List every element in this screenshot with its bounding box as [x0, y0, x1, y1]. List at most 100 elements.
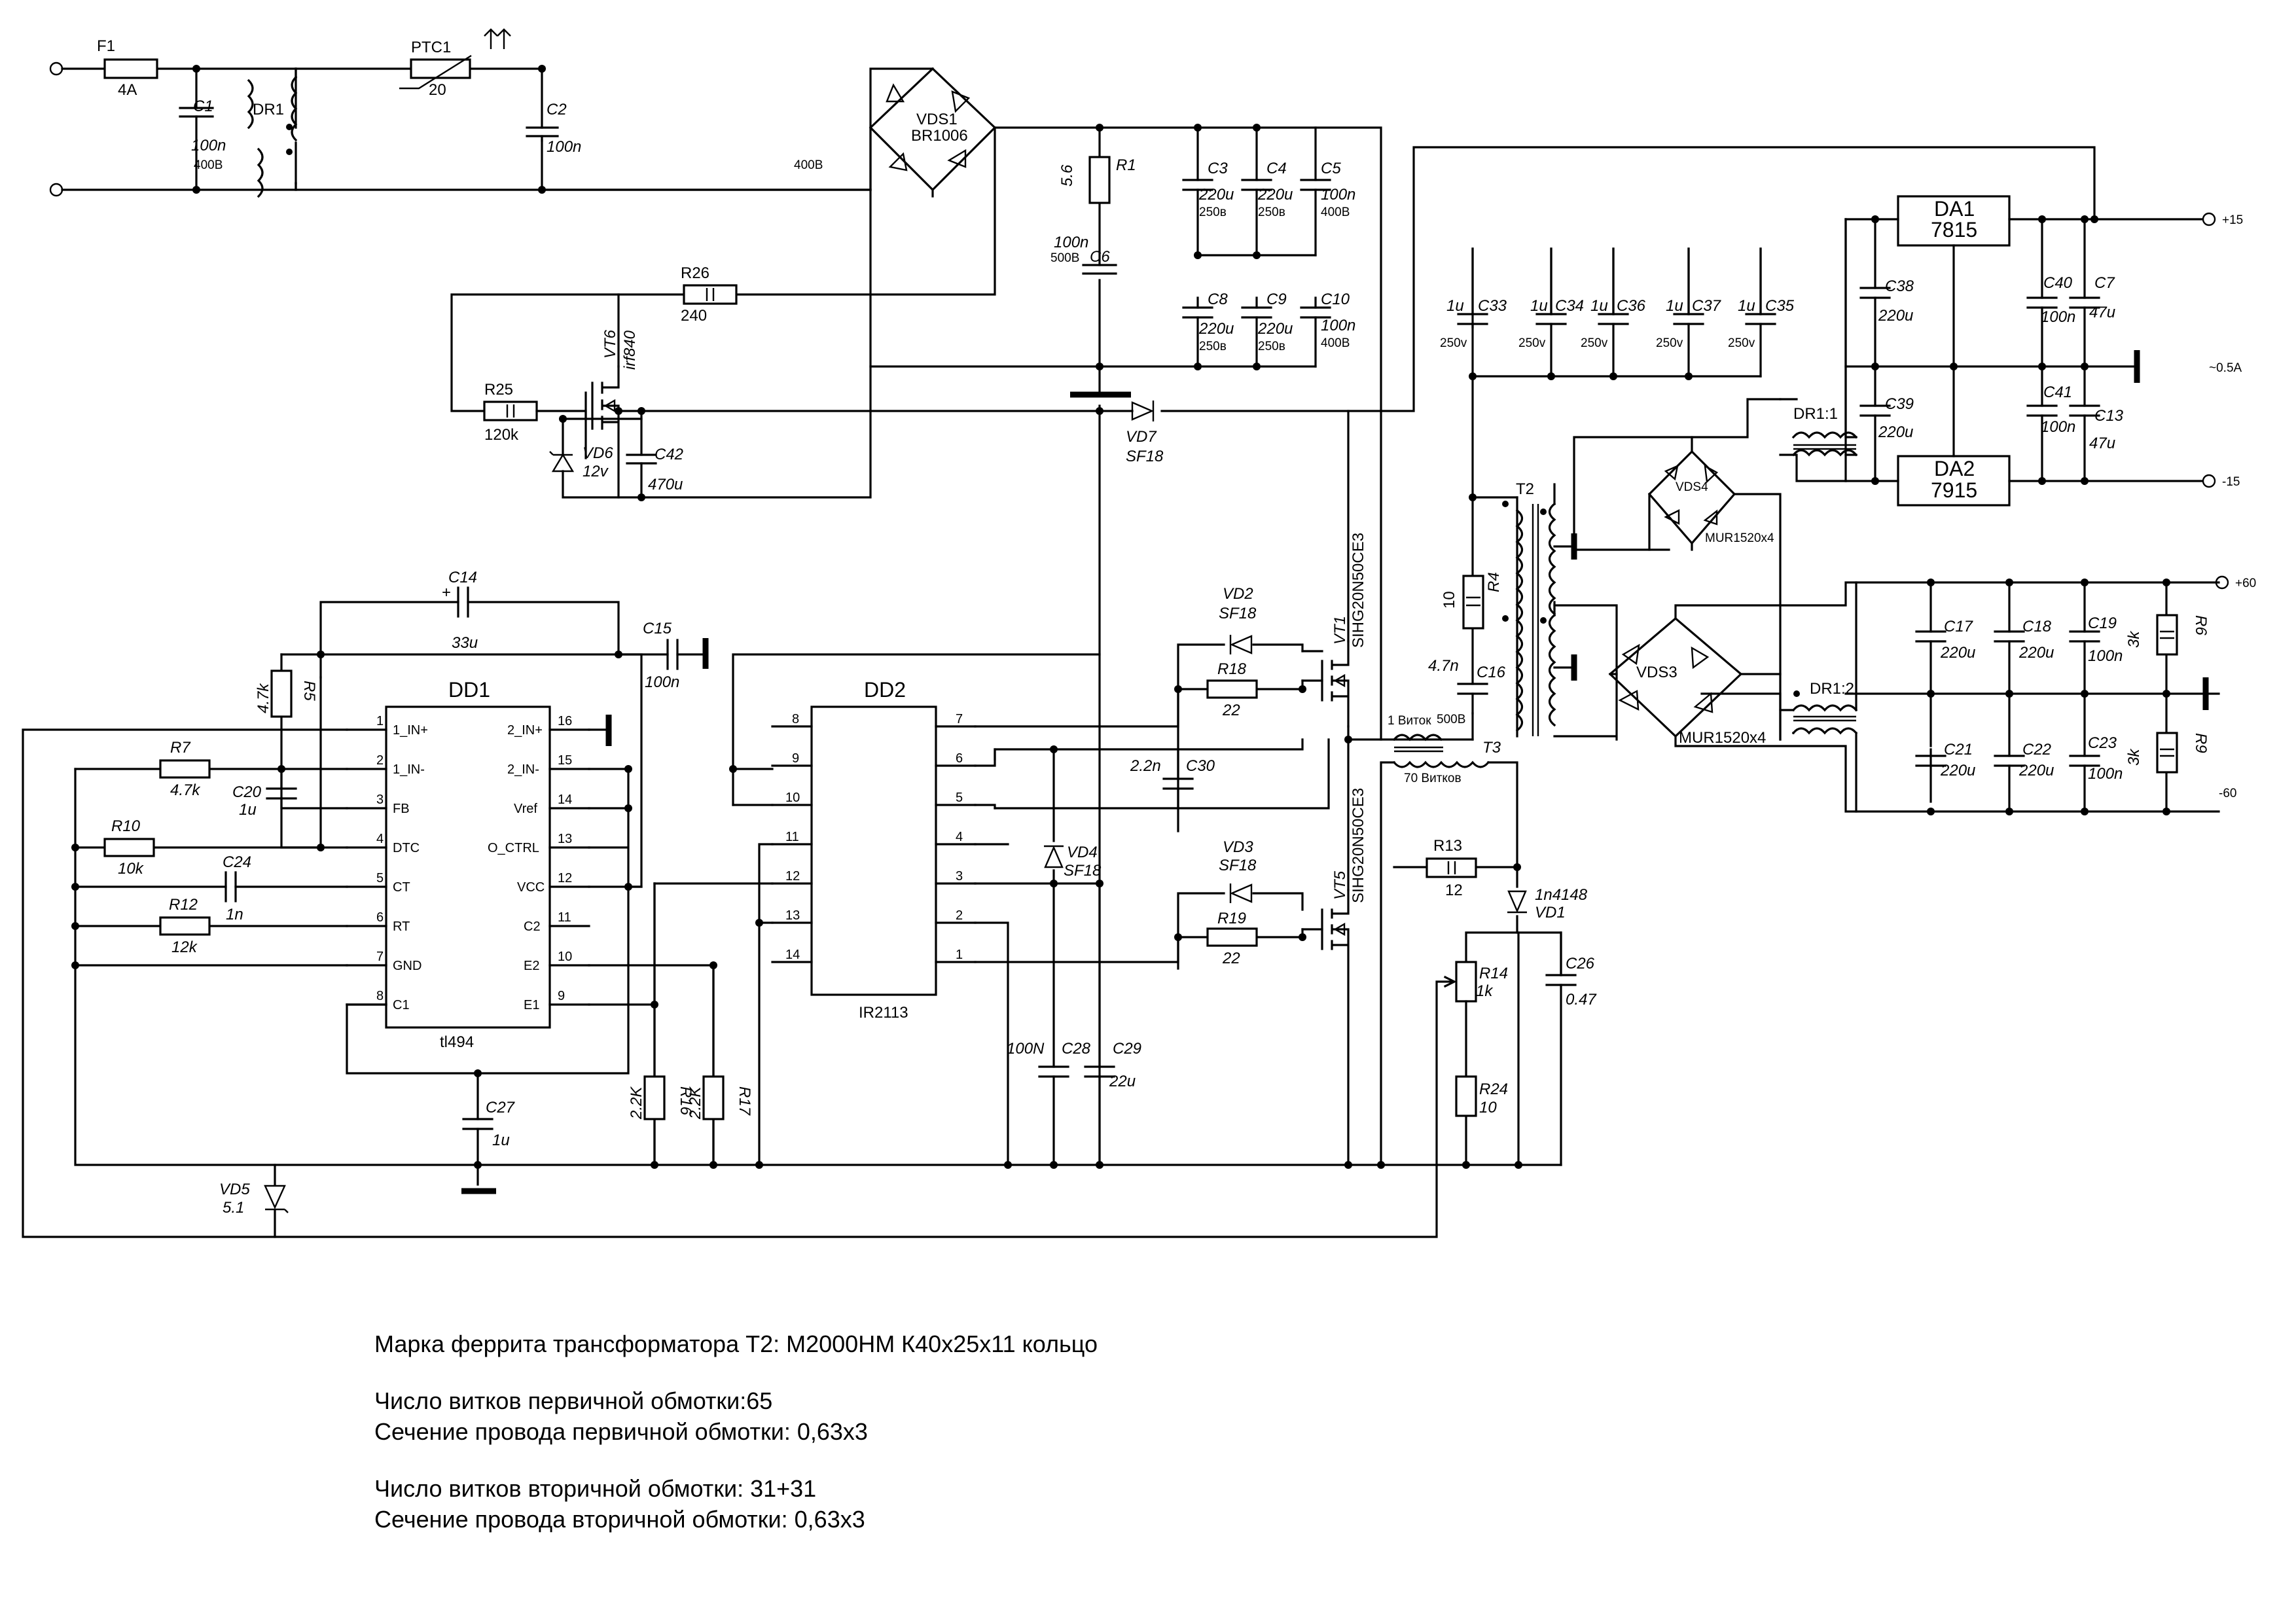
c20-label: C20: [232, 783, 262, 801]
dd1-pin-7-name: GND: [393, 959, 422, 973]
c38-label: C38: [1885, 277, 1914, 295]
t3-label: T3: [1482, 739, 1501, 757]
c6-label: C6: [1090, 248, 1110, 266]
ic-dd1: DD1 tl494 1 1_IN+ 2 1_IN- 3 FB 4 DTC 5 C…: [22, 569, 1562, 1238]
c9-voltage: 250в: [1258, 340, 1285, 353]
t2-label: T2: [1516, 480, 1534, 498]
diode-vd1: [1507, 890, 1527, 914]
c4-value: 220u: [1257, 186, 1293, 204]
t2-secondary-a: [1548, 502, 1556, 616]
c33-voltage: 250v: [1440, 336, 1467, 350]
c2-value: 100n: [547, 138, 581, 156]
c19-label: C19: [2088, 615, 2117, 632]
resistor-r1: [1088, 156, 1111, 204]
resistor-r16: [643, 1075, 666, 1120]
c3-voltage: 250в: [1199, 205, 1227, 219]
c34-label: C34: [1555, 297, 1584, 315]
note-ferrite: Марка феррита трансформатора Т2: М2000НМ…: [374, 1330, 1098, 1357]
c10-value: 100n: [1321, 317, 1355, 334]
vt1-label: VT1: [1331, 616, 1349, 645]
c40-value: 100n: [2041, 308, 2075, 326]
vd6-value: 12v: [583, 463, 609, 480]
mains-input: F1 4A C1 100n 400B DR1: [49, 37, 298, 198]
dd1-pin-12-name: VCC: [517, 880, 545, 895]
vt6-value: irf840: [621, 330, 639, 370]
dd2-label: DD2: [864, 678, 906, 702]
label-minus60: -60: [2219, 787, 2236, 800]
c23-label: C23: [2088, 734, 2117, 752]
ic-dd2: DD2 IR2113 8 9 10 11 12 13 14 7 6 5 4 3 …: [653, 678, 1179, 1166]
diode-vd7: [1131, 401, 1155, 421]
snubber-capacitors: 1u C33 250v 1u C34 250v C36 250v 1u 1u C…: [1440, 247, 1795, 499]
c29-label: C29: [1113, 1040, 1141, 1058]
r16-label: R16: [677, 1086, 694, 1116]
transformer-t2: T2 R4 10 4.7n C16 500B: [1428, 480, 1577, 741]
f1-value: 4A: [118, 81, 137, 99]
c27-label: C27: [486, 1099, 516, 1116]
terminal-plus60[interactable]: [2215, 575, 2229, 590]
c41-value: 100n: [2041, 418, 2075, 436]
r5-label: R5: [300, 681, 318, 701]
c13-label: C13: [2094, 407, 2124, 425]
dd1-pin-9: 9: [558, 989, 565, 1003]
vd7-label: VD7: [1126, 428, 1157, 446]
r24-value: 10: [1479, 1099, 1497, 1116]
note-primary-turns: Число витков первичной обмотки:65: [374, 1387, 773, 1414]
c34-voltage: 250v: [1518, 336, 1546, 350]
t2-primary: [1515, 508, 1524, 732]
regulator-da1: [1897, 195, 2011, 247]
vd7-value: SF18: [1126, 448, 1164, 465]
vd1-value: 1n4148: [1535, 886, 1588, 904]
ptc1-label: PTC1: [411, 39, 451, 56]
vd5-value: 5.1: [223, 1199, 244, 1217]
mosfet-vt6: [591, 365, 620, 499]
power-stage: VT1 SIHG20N50CE3 VT5 SIHG20N50CE3 1 Вито…: [994, 410, 1597, 1166]
c16-voltage: 500B: [1437, 713, 1465, 726]
dd1-pin-5: 5: [376, 871, 384, 885]
dd1-pin-5-name: CT: [393, 880, 410, 895]
r14-value: 1k: [1476, 982, 1494, 1000]
dd1-pin-16: 16: [558, 714, 572, 728]
mains-terminal-2[interactable]: [49, 183, 63, 197]
c27-value: 1u: [492, 1132, 510, 1149]
c6-value: 100n: [1054, 234, 1088, 251]
dd2-pin-2: 2: [956, 908, 963, 923]
dd2-pin-7: 7: [956, 712, 963, 726]
r17-value: 2.2K: [687, 1086, 704, 1120]
c17-value: 220u: [1940, 644, 1975, 662]
note-secondary-turns: Число витков вторичной обмотки: 31+31: [374, 1475, 817, 1502]
t3-turns70: 70 Витков: [1404, 772, 1462, 785]
regulator-da2: [1897, 455, 2011, 507]
choke-dr1: [247, 75, 298, 198]
resistor-r4: [1462, 575, 1484, 630]
potentiometer-r14[interactable]: [1455, 961, 1477, 1003]
dd1-pin-4: 4: [376, 832, 384, 846]
resistor-r24: [1455, 1075, 1477, 1117]
c42-value: 470u: [648, 476, 683, 493]
c36-voltage: 250v: [1581, 336, 1608, 350]
c26-label: C26: [1566, 955, 1595, 972]
da2-label: DA2: [1934, 457, 1975, 480]
r13-value: 12: [1445, 882, 1463, 899]
soft-start-circuit: R26 240 R25 120k VT6 irf840 VD6 12v C42 …: [450, 126, 2096, 1166]
vds3-value: MUR1520x4: [1679, 729, 1766, 747]
c36-value: 1u: [1590, 297, 1608, 315]
c15-value: 100n: [645, 673, 679, 691]
r9-value: 3k: [2125, 748, 2143, 766]
terminal-minus15[interactable]: [2202, 474, 2216, 488]
c15-label: C15: [643, 620, 672, 637]
c10-label: C10: [1321, 291, 1350, 308]
dd1-label: DD1: [448, 678, 490, 702]
note-spacer: [374, 1359, 1098, 1385]
vd4-value: SF18: [1064, 862, 1102, 880]
label-400v: 400B: [794, 158, 823, 172]
terminal-plus15[interactable]: [2202, 212, 2216, 226]
r26-label: R26: [681, 264, 709, 282]
vd1-label: VD1: [1535, 904, 1566, 921]
dd1-pin-2: 2: [376, 753, 384, 768]
note-spacer: [374, 1447, 1098, 1473]
r1-value: 5.6: [1058, 164, 1076, 187]
mains-terminal-1[interactable]: [49, 62, 63, 76]
vd4-label: VD4: [1067, 844, 1098, 861]
